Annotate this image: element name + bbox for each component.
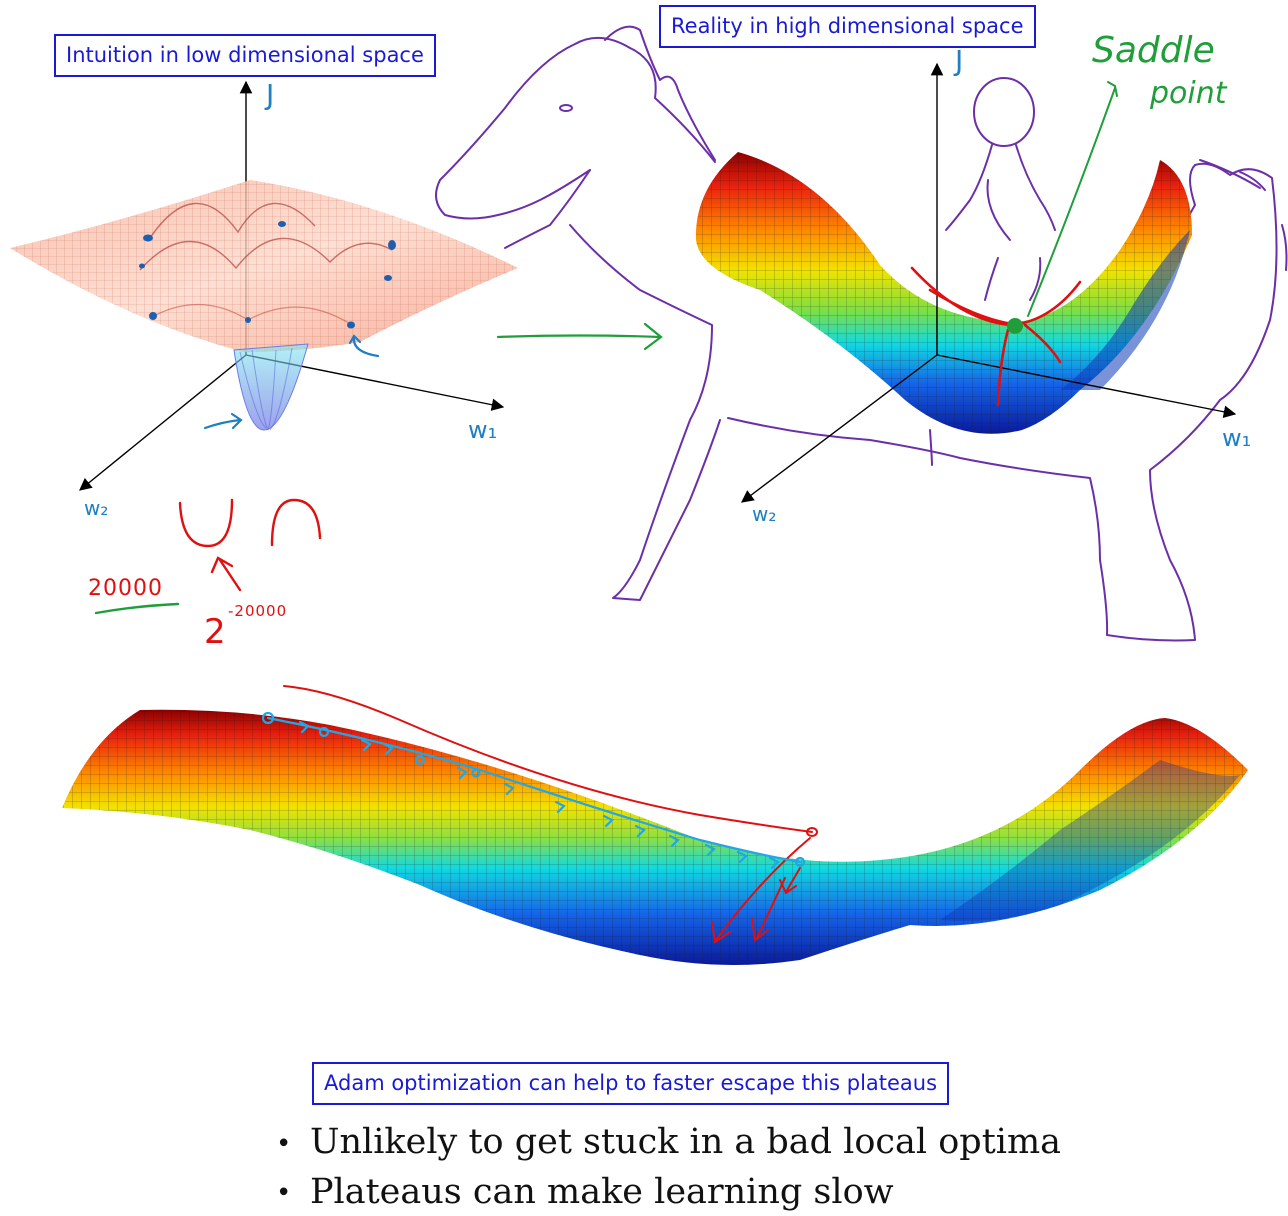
power-exponent: -20000 bbox=[228, 602, 288, 620]
adam-label: Adam optimization can help to faster esc… bbox=[312, 1062, 950, 1105]
shape-u-stroke bbox=[178, 498, 234, 548]
low-dim-plot bbox=[10, 80, 518, 491]
local-optima-dots bbox=[139, 221, 396, 329]
axis-label-w2-right: w₂ bbox=[752, 502, 777, 526]
bullet-list: •Unlikely to get stuck in a bad local op… bbox=[276, 1118, 1061, 1216]
high-dim-label: Reality in high dimensional space bbox=[659, 5, 1036, 48]
axis-label-w1-left: w₁ bbox=[468, 416, 498, 444]
high-dim-axes bbox=[740, 62, 1237, 503]
bullet-item: •Plateaus can make learning slow bbox=[276, 1171, 894, 1212]
axis-label-j-left: J bbox=[266, 78, 275, 111]
bullet-item: •Unlikely to get stuck in a bad local op… bbox=[276, 1122, 1062, 1162]
low-dim-label: Intuition in low dimensional space bbox=[54, 34, 436, 77]
handwritten-shapes bbox=[178, 498, 322, 592]
minimum-bowl bbox=[233, 343, 309, 431]
saddle-surface bbox=[695, 152, 1192, 434]
axis-label-w2-left: w₂ bbox=[84, 496, 109, 520]
axis-w1-right bbox=[936, 354, 1237, 418]
transition-arrow bbox=[496, 322, 663, 351]
axis-label-w1-right: w₁ bbox=[1222, 424, 1252, 452]
saddle-label-line1: Saddle bbox=[1092, 30, 1215, 71]
axis-w2-right bbox=[740, 354, 938, 503]
power-base: 2 bbox=[204, 612, 226, 652]
horse-drawing bbox=[435, 25, 1288, 642]
shape-n-stroke bbox=[270, 498, 322, 547]
saddle-point bbox=[1007, 318, 1023, 334]
saddle-label-line2: point bbox=[1150, 76, 1227, 111]
axis-label-j-right: J bbox=[955, 44, 964, 77]
axis-w2-left bbox=[79, 354, 247, 491]
plateau-surface bbox=[62, 709, 1248, 965]
count-label: 20000 bbox=[88, 576, 163, 601]
plateau-red-path bbox=[283, 685, 818, 944]
gradient-steps bbox=[261, 711, 806, 870]
